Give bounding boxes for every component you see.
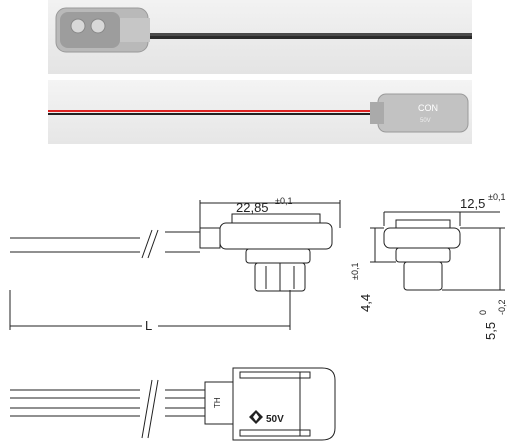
dim-width-side-value: 12,5 [460, 196, 485, 211]
dim-height-pin-tol-upper: 0 [478, 310, 488, 315]
dim-width-front-value: 22,85 [236, 200, 269, 215]
voltage-diamond-icon [249, 410, 263, 424]
side-view [370, 211, 505, 291]
connector-photo-bottom: CON 50V [48, 80, 472, 144]
front-view [10, 213, 333, 292]
dimension-width-front [199, 200, 341, 228]
logo-mark: TH [213, 397, 222, 408]
dim-length-label: L [145, 318, 152, 333]
top-view [10, 367, 336, 441]
photo-label: CON [418, 103, 438, 113]
dim-width-side-tol: ±0,1 [488, 192, 505, 202]
dim-height-body-tol: ±0,1 [350, 263, 360, 280]
photo-small-label: 50V [420, 118, 431, 124]
dim-width-front-tol: ±0,1 [275, 196, 292, 206]
dim-height-pin-value: 5,5 [483, 322, 498, 340]
dimension-length [9, 290, 291, 330]
dim-height-body-value: 4,4 [358, 294, 373, 312]
connector-photo-bottom-graphic: CON 50V [48, 93, 469, 133]
voltage-mark: 50V [266, 414, 284, 425]
connector-photo-top [48, 0, 472, 74]
dim-height-pin-tol-lower: -0,2 [497, 299, 507, 315]
connector-photo-top-graphic [55, 7, 472, 53]
